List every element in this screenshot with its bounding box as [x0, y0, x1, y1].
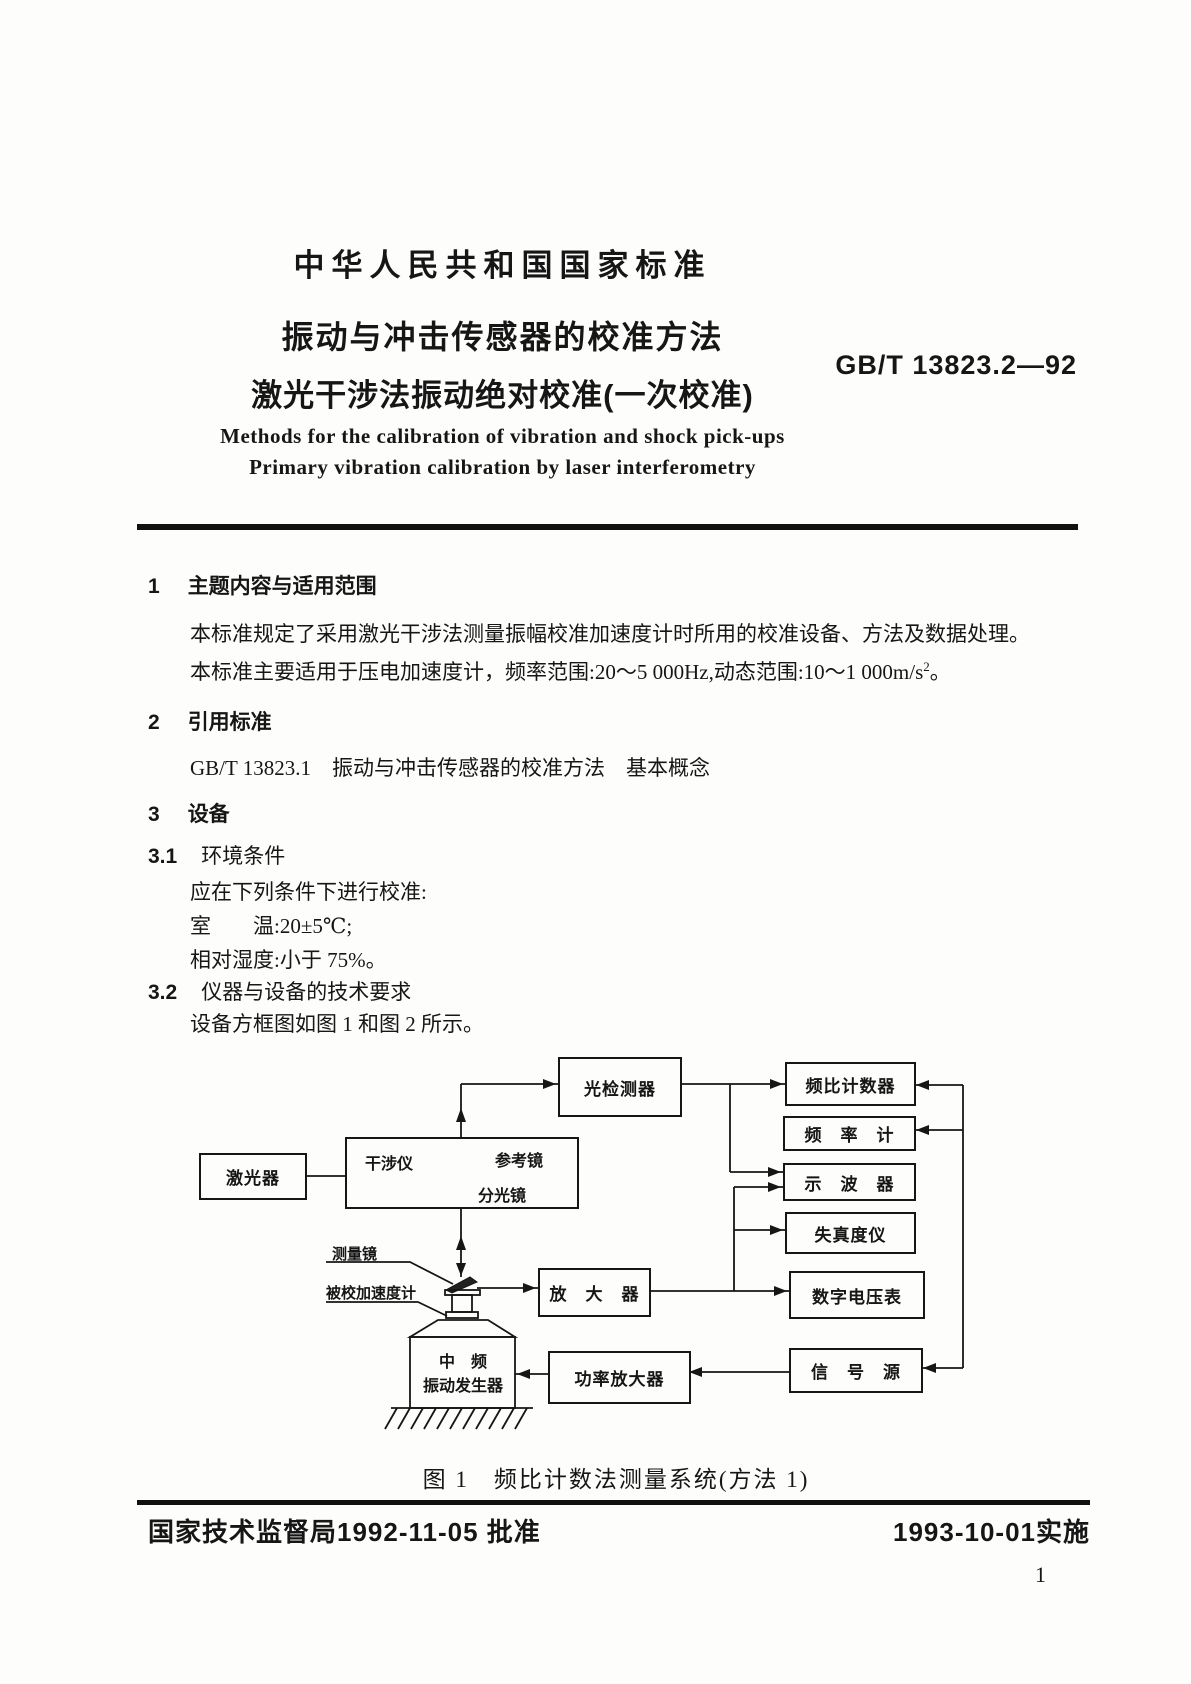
section-3-2-title: 仪器与设备的技术要求 [201, 980, 412, 1004]
condition-intro-line: 应在下列条件下进行校准: [190, 880, 427, 904]
frequency-meter-box: 频 率 计 [783, 1116, 916, 1151]
ratio-counter-box: 频比计数器 [785, 1062, 916, 1106]
test-accelerometer-label: 被校加速度计 [326, 1285, 417, 1302]
interferometer-box [345, 1137, 579, 1209]
signal-source-box: 信 号 源 [789, 1348, 923, 1393]
digital-voltmeter-box: 数字电压表 [789, 1271, 925, 1319]
section-2-title: 引用标准 [187, 711, 272, 734]
ground-hatching [384, 1407, 533, 1430]
shaker-label-line2: 振动发生器 [422, 1378, 503, 1395]
distortion-meter-box: 失真度仪 [785, 1212, 916, 1254]
section-3-number: 3 [148, 803, 160, 826]
shaker-label-line1: 中 频 [438, 1354, 487, 1371]
measuring-mirror-shape [444, 1276, 479, 1294]
section-1-heading: 1 主题内容与适用范围 [148, 570, 377, 600]
section-2-number: 2 [148, 711, 160, 734]
section-3-title: 设备 [187, 803, 230, 826]
section-3-1-title: 环境条件 [201, 844, 286, 868]
paragraph-2-period: 。 [929, 660, 951, 684]
section-3-1-number: 3.1 [148, 845, 178, 868]
title-line1: 振动与冲击传感器的校准方法 [281, 319, 724, 355]
section-3-2-heading: 3.2 仪器与设备的技术要求 [148, 976, 411, 1006]
section-1-paragraph-2: 本标准主要适用于压电加速度计，频率范围:20～5 000Hz,动态范围:10～1… [190, 656, 951, 686]
room-temperature-line: 室 温:20±5℃; [190, 914, 353, 938]
measuring-mirror-label: 测量镜 [332, 1246, 378, 1263]
section-1-title: 主题内容与适用范围 [187, 575, 377, 598]
section-3-1-heading: 3.1 环境条件 [148, 840, 285, 870]
english-title-line2: Primary vibration calibration by laser i… [249, 455, 756, 479]
paragraph-2-text: 本标准主要适用于压电加速度计，频率范围:20～5 000Hz,动态范围:10～1… [190, 660, 924, 684]
section-1-number: 1 [148, 575, 160, 598]
figure-1-caption: 图 1 频比计数法测量系统(方法 1) [422, 1467, 810, 1492]
accelerometer-stack [444, 1289, 481, 1319]
footer-approval: 国家技术监督局1992-11-05 批准 [148, 1517, 541, 1547]
section-3-heading: 3 设备 [148, 798, 230, 828]
relative-humidity-line: 相对湿度:小于 75%。 [190, 948, 387, 972]
paragraph-2-superscript: 2 [923, 659, 930, 674]
title-line2: 激光干涉法振动绝对校准(一次校准) [251, 378, 754, 413]
measuring-mirror-leader [326, 1261, 454, 1285]
masthead-divider-rule [137, 524, 1078, 530]
national-standard-header: 中华人民共和国国家标准 [293, 248, 712, 283]
accelerometer-leader [326, 1301, 448, 1317]
section-1-paragraph-1: 本标准规定了采用激光干涉法测量振幅校准加速度计时所用的校准设备、方法及数据处理。 [190, 622, 1030, 646]
section-2-heading: 2 引用标准 [148, 706, 272, 736]
power-amplifier-box: 功率放大器 [548, 1351, 691, 1404]
standard-number: GB/T 13823.2—92 [835, 350, 1077, 380]
page-number: 1 [1035, 1562, 1046, 1587]
reference-mirror-label: 参考镜 [495, 1153, 544, 1170]
section-3-2-number: 3.2 [148, 981, 178, 1004]
oscilloscope-box: 示 波 器 [783, 1163, 916, 1201]
beam-splitter-label: 分光镜 [478, 1188, 527, 1205]
amplifier-box: 放 大 器 [538, 1268, 651, 1317]
footer-implementation: 1993-10-01实施 [893, 1517, 1090, 1547]
footer-divider-rule [137, 1500, 1090, 1505]
section-2-reference: GB/T 13823.1 振动与冲击传感器的校准方法 基本概念 [190, 756, 710, 780]
photo-detector-box: 光检测器 [558, 1057, 682, 1117]
interferometer-label: 干涉仪 [365, 1156, 414, 1173]
english-title-line1: Methods for the calibration of vibration… [220, 424, 785, 448]
laser-box: 激光器 [199, 1153, 307, 1200]
figure-intro-line: 设备方框图如图 1 和图 2 所示。 [190, 1012, 484, 1036]
